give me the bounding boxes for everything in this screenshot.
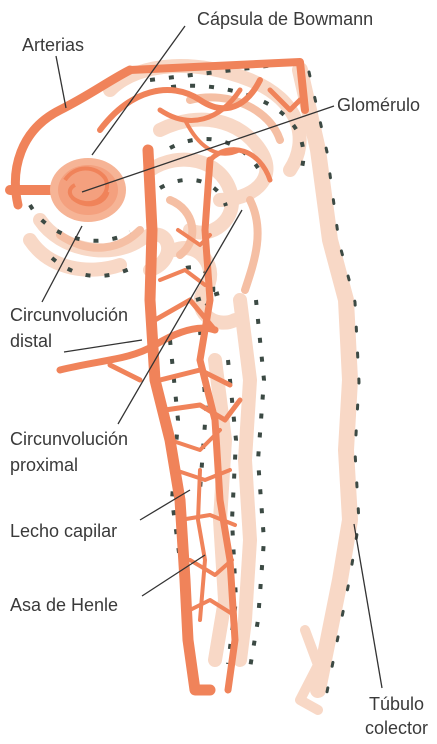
- leader-arterias: [56, 56, 66, 108]
- tubule-network: [30, 66, 300, 660]
- label-distal-line2: distal: [10, 328, 128, 354]
- leader-tubulo: [354, 524, 382, 688]
- label-arterias: Arterias: [22, 32, 84, 58]
- leader-henle: [142, 555, 205, 596]
- label-capsula-bowmann: Cápsula de Bowmann: [197, 6, 373, 32]
- label-distal-line1: Circunvolución: [10, 302, 128, 328]
- label-tubulo-colector: Túbulo colector: [365, 692, 428, 740]
- label-glomerulo: Glomérulo: [337, 92, 420, 118]
- label-asa-henle: Asa de Henle: [10, 592, 118, 618]
- label-proximal-line2: proximal: [10, 452, 128, 478]
- collecting-tubule: [300, 70, 359, 710]
- label-tubulo-line1: Túbulo: [365, 692, 428, 716]
- label-tubulo-line2: colector: [365, 716, 428, 740]
- label-proximal-line1: Circunvolución: [10, 426, 128, 452]
- label-circunvolucion-distal: Circunvolución distal: [10, 302, 128, 354]
- label-circunvolucion-proximal: Circunvolución proximal: [10, 426, 128, 478]
- label-lecho-capilar: Lecho capilar: [10, 518, 117, 544]
